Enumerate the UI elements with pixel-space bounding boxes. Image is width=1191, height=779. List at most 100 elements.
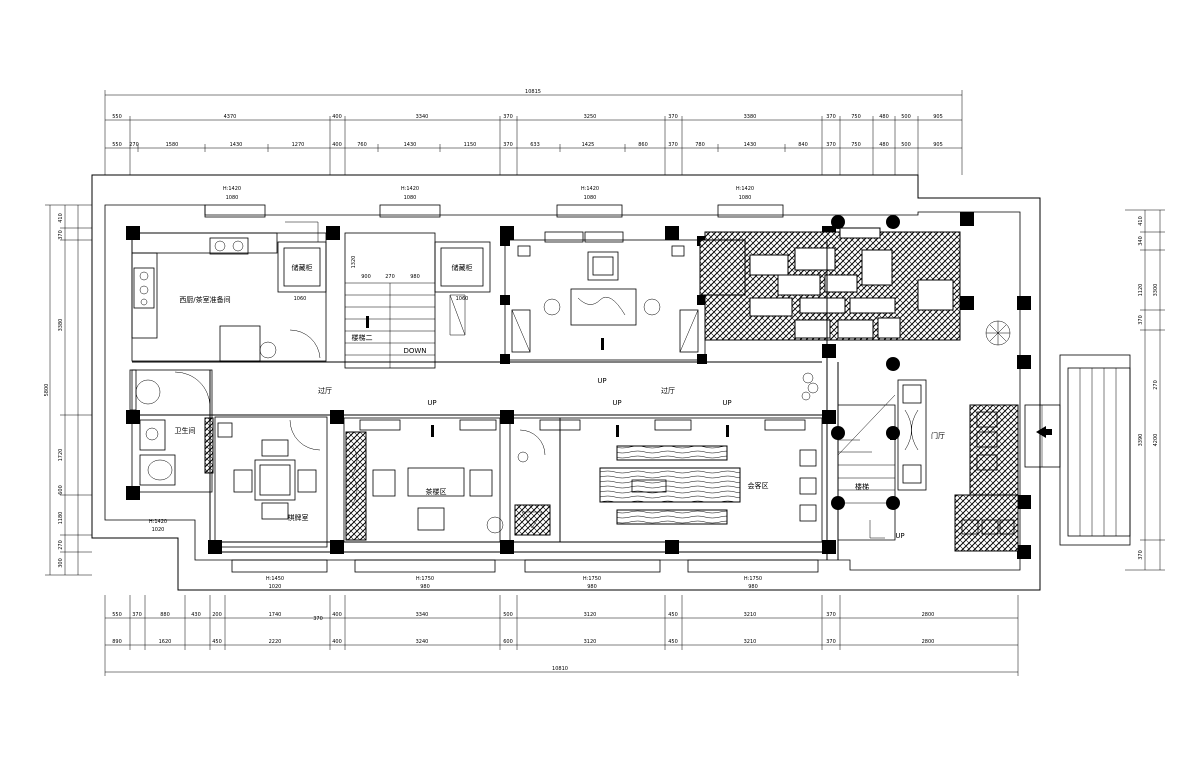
up-label-4: UP [722,399,731,407]
bathroom-area: 卫生间 [129,369,214,493]
window-top-4-h: H:1420 [736,186,754,192]
right-dim-9: 370 [1138,550,1144,560]
bot-dim-15: 2800 [922,612,935,618]
bot-dim-10: 500 [503,612,513,618]
bot2-dim-6: 3240 [416,639,429,645]
toilet-icon [139,454,176,486]
window-bot-2-h: H:1450 [266,576,284,582]
stove-icon [133,267,155,309]
bottom-windows: H:1420 1020 H:1450 1020 H:1750 980 H:175… [149,519,819,590]
tea-area: 茶楼区 [343,417,504,543]
window-top-1-w: 1080 [226,195,239,201]
bot2-dim-12: 2800 [922,639,935,645]
right-dim-2: 340 [1138,236,1144,246]
stair-dim-3: 270 [385,274,395,280]
up-label-1: UP [597,377,606,385]
bot2-dim-1: 890 [112,639,122,645]
right-dim-4: 370 [1138,315,1144,325]
window-top-1-h: H:1420 [223,186,241,192]
meeting-area: 会客区 [539,417,823,543]
tea-table [570,288,637,326]
chess-room-label: 棋牌室 [288,513,309,522]
bot-dim-1: 550 [112,612,122,618]
window-top-2-w: 1080 [404,195,417,201]
bot-dim-8: 400 [332,612,342,618]
top-dimensions: 10815 550 4370 400 3340 370 3250 370 338… [104,89,963,175]
bot-dim-3: 880 [160,612,170,618]
chess-room: 棋牌室 [214,416,328,548]
stair-down-label: DOWN [403,347,426,355]
bot2-dim-4: 2220 [269,639,282,645]
window-top-4-w: 1080 [739,195,752,201]
entrance-label: 门厅 [931,431,945,440]
top2-dim-18: 370 [826,142,836,148]
storage-left-dim: 1060 [294,296,307,302]
right-dim-7: 3300 [1153,284,1159,297]
window-top-3-w: 1080 [584,195,597,201]
window-bot-4-h: H:1750 [583,576,601,582]
top-dim-1: 550 [112,114,122,120]
corridor-left-label: 过厅 [318,386,332,395]
window-bot-1-w: 1020 [152,527,165,533]
bot2-dim-9: 450 [668,639,678,645]
bot2-dim-8: 3120 [584,639,597,645]
top-dim-11: 480 [879,114,889,120]
stair-main-label: 楼梯二 [352,333,373,342]
window-bot-5-h: H:1750 [744,576,762,582]
bottom-dimensions: 550 370 880 430 200 1740 370 400 3340 50… [104,595,1019,676]
stair-dim-4: 980 [410,274,420,280]
window-bot-5-w: 980 [748,584,758,590]
top-dim-8: 3380 [744,114,757,120]
window-bot-2-w: 1020 [269,584,282,590]
entrance-steps [1059,354,1131,546]
top2-dim-20: 480 [879,142,889,148]
flower-decor [801,372,819,401]
top-dim-10: 750 [851,114,861,120]
storage-right-dim: 1060 [456,296,469,302]
top-dim-12: 500 [901,114,911,120]
private-tea-room [500,231,707,364]
top-dim-13: 905 [933,114,943,120]
armchair-icon [587,251,619,281]
storage-right-label: 储藏柜 [452,263,473,272]
bot-dim-12: 450 [668,612,678,618]
top-dim-7: 370 [668,114,678,120]
bot-dim-7: 370 [313,616,323,622]
top2-dim-17: 840 [798,142,808,148]
bathroom-label: 卫生间 [175,426,196,435]
top-total-dim: 10815 [525,89,541,95]
top2-dim-2: 270 [129,142,139,148]
stair-dim-1: 1320 [351,256,357,269]
top2-dim-11: 633 [530,142,540,148]
left-dim-2: 370 [58,230,64,240]
top-dim-4: 3340 [416,114,429,120]
top2-dim-1: 550 [112,142,122,148]
window-bot-4-w: 980 [587,584,597,590]
window-bot-3-w: 980 [420,584,430,590]
top2-dim-7: 760 [357,142,367,148]
top2-dim-4: 1430 [230,142,243,148]
left-dim-4: 1720 [58,449,64,462]
left-dim-3: 3380 [58,319,64,332]
up-label-3: UP [612,399,621,407]
top2-dim-13: 860 [638,142,648,148]
stair-main: 楼梯二 DOWN 1320 900 270 980 [344,232,466,369]
storage-right: 储藏柜 1060 [434,241,491,302]
top2-dim-12: 1425 [582,142,595,148]
right-dim-8: 270 [1153,380,1159,390]
right-dim-6: 4200 [1153,434,1159,447]
top2-dim-10: 370 [503,142,513,148]
window-bot-1-h: H:1420 [149,519,167,525]
top2-dim-15: 780 [695,142,705,148]
top2-dim-5: 1270 [292,142,305,148]
right-dim-3: 1120 [1138,284,1144,297]
top2-dim-6: 400 [332,142,342,148]
bot2-dim-10: 3210 [744,639,757,645]
right-dim-1: 410 [1138,216,1144,226]
stair-dim-2: 900 [361,274,371,280]
right-dim-5: 3390 [1138,434,1144,447]
top-dim-6: 3250 [584,114,597,120]
top-windows: H:1420 1080 H:1420 1080 H:1420 1080 H:14… [204,186,784,218]
top2-dim-14: 370 [668,142,678,148]
sink-icon [209,237,249,255]
